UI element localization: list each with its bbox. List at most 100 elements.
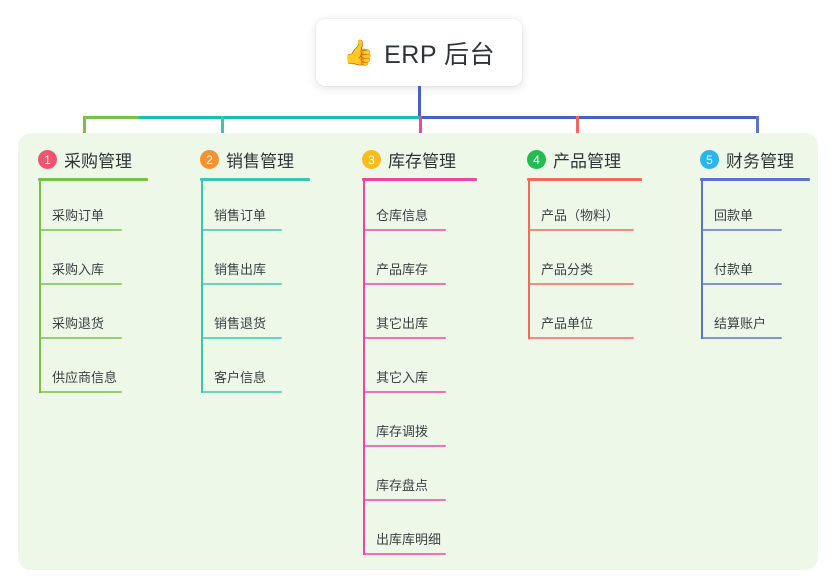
leaf-item-label: 其它入库 [376, 370, 429, 385]
leaf-item-label: 其它出库 [376, 316, 429, 331]
leaf-item[interactable]: 销售退货 [202, 313, 282, 339]
leaf-item-label: 产品分类 [541, 262, 594, 277]
leaf-item[interactable]: 付款单 [702, 259, 782, 285]
leaf-item-rule [40, 337, 122, 339]
leaf-item[interactable]: 销售出库 [202, 259, 282, 285]
leaf-item-rule [364, 499, 446, 501]
leaf-item[interactable]: 出库库明细 [364, 529, 446, 555]
leaf-item-rule [529, 229, 634, 231]
branch-spine-1 [39, 181, 41, 393]
leaf-item-rule [40, 283, 122, 285]
branch-column-2: 2 销售管理销售订单销售出库销售退货客户信息 [200, 133, 370, 570]
branch-spine-3 [363, 181, 365, 555]
branches-panel: 1 采购管理采购订单采购入库采购退货供应商信息 2 销售管理销售订单销售出库销售退货客… [18, 133, 818, 570]
branch-title-1: 采购管理 [64, 152, 132, 171]
thumbs-up-emoji: 👍 [342, 38, 375, 67]
leaf-item-rule [40, 391, 122, 393]
branch-spine-2 [201, 181, 203, 393]
branch-badge-5: 5 [700, 150, 719, 169]
root-stem [418, 86, 421, 118]
root-node-erp-backend[interactable]: 👍 ERP 后台 [316, 19, 522, 86]
leaf-item[interactable]: 客户信息 [202, 367, 282, 393]
leaf-item-label: 销售退货 [214, 316, 267, 331]
branch-column-1: 1 采购管理采购订单采购入库采购退货供应商信息 [38, 133, 208, 570]
leaf-item[interactable]: 供应商信息 [40, 367, 122, 393]
branch-spine-5 [701, 181, 703, 339]
bar-segment-blue [419, 116, 757, 119]
leaf-item[interactable]: 库存盘点 [364, 475, 446, 501]
leaf-item[interactable]: 产品单位 [529, 313, 634, 339]
leaf-item-label: 采购退货 [52, 316, 105, 331]
leaf-item[interactable]: 其它出库 [364, 313, 446, 339]
branch-header-2[interactable]: 2 销售管理 [200, 147, 294, 172]
branch-header-rule-4 [527, 178, 642, 181]
branch-header-rule-3 [362, 178, 477, 181]
leaf-item-label: 库存调拨 [376, 424, 429, 439]
leaf-item-rule [702, 283, 782, 285]
leaf-item-label: 产品库存 [376, 262, 429, 277]
leaf-item-label: 仓库信息 [376, 208, 429, 223]
leaf-item[interactable]: 采购订单 [40, 205, 122, 231]
leaf-item[interactable]: 产品（物料） [529, 205, 634, 231]
leaf-item-label: 供应商信息 [52, 370, 118, 385]
branch-title-2: 销售管理 [226, 152, 294, 171]
leaf-item-label: 产品单位 [541, 316, 594, 331]
branch-header-5[interactable]: 5 财务管理 [700, 147, 794, 172]
leaf-item[interactable]: 采购退货 [40, 313, 122, 339]
leaf-item[interactable]: 库存调拨 [364, 421, 446, 447]
leaf-item[interactable]: 结算账户 [702, 313, 782, 339]
leaf-item[interactable]: 产品分类 [529, 259, 634, 285]
leaf-item-label: 回款单 [714, 208, 754, 223]
root-node-title: ERP 后台 [384, 40, 496, 69]
branch-column-5: 5 财务管理回款单付款单结算账户 [700, 133, 839, 570]
leaf-item-rule [202, 337, 282, 339]
branch-header-4[interactable]: 4 产品管理 [527, 147, 621, 172]
branch-title-4: 产品管理 [553, 152, 621, 171]
branch-badge-3: 3 [362, 150, 381, 169]
leaf-item-label: 产品（物料） [541, 208, 620, 223]
branch-header-rule-1 [38, 178, 148, 181]
branch-badge-1: 1 [38, 150, 57, 169]
leaf-item-rule [702, 337, 782, 339]
branch-badge-4: 4 [527, 150, 546, 169]
leaf-item-label: 出库库明细 [376, 532, 442, 547]
leaf-item-rule [364, 553, 446, 555]
leaf-item-rule [364, 283, 446, 285]
branch-header-1[interactable]: 1 采购管理 [38, 147, 132, 172]
leaf-item-rule [529, 337, 634, 339]
leaf-item-label: 采购入库 [52, 262, 105, 277]
branch-header-rule-5 [700, 178, 810, 181]
branch-badge-2: 2 [200, 150, 219, 169]
branch-header-rule-2 [200, 178, 310, 181]
leaf-item[interactable]: 产品库存 [364, 259, 446, 285]
leaf-item-rule [40, 229, 122, 231]
leaf-item-rule [364, 337, 446, 339]
leaf-item-rule [202, 391, 282, 393]
leaf-item[interactable]: 采购入库 [40, 259, 122, 285]
leaf-item[interactable]: 仓库信息 [364, 205, 446, 231]
leaf-item-label: 付款单 [714, 262, 754, 277]
leaf-item-rule [364, 445, 446, 447]
leaf-item-rule [364, 229, 446, 231]
bar-segment-green [83, 116, 139, 119]
branch-column-3: 3 库存管理仓库信息产品库存其它出库其它入库库存调拨库存盘点出库库明细 [362, 133, 532, 570]
leaf-item-label: 结算账户 [714, 316, 767, 331]
leaf-item-label: 客户信息 [214, 370, 267, 385]
leaf-item-label: 采购订单 [52, 208, 105, 223]
branch-title-3: 库存管理 [388, 152, 456, 171]
branch-header-3[interactable]: 3 库存管理 [362, 147, 456, 172]
leaf-item-rule [202, 283, 282, 285]
branch-title-5: 财务管理 [726, 152, 794, 171]
leaf-item[interactable]: 回款单 [702, 205, 782, 231]
leaf-item[interactable]: 其它入库 [364, 367, 446, 393]
leaf-item-label: 销售订单 [214, 208, 267, 223]
leaf-item-rule [364, 391, 446, 393]
branch-column-4: 4 产品管理产品（物料） 产品分类产品单位 [527, 133, 697, 570]
leaf-item-rule [529, 283, 634, 285]
leaf-item-rule [702, 229, 782, 231]
leaf-item-label: 销售出库 [214, 262, 267, 277]
leaf-item-label: 库存盘点 [376, 478, 429, 493]
leaf-item[interactable]: 销售订单 [202, 205, 282, 231]
bar-segment-teal [139, 116, 419, 119]
